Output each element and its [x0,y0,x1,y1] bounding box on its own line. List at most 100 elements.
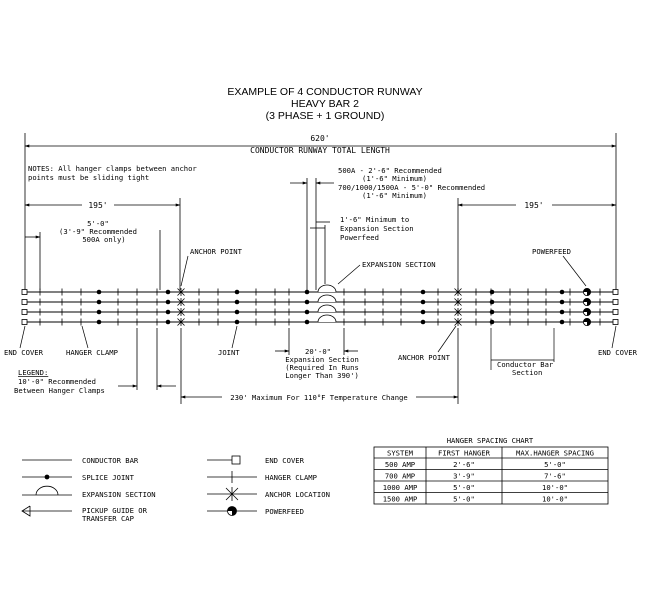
legend-expansion-section: EXPANSION SECTION [82,490,156,499]
splice-joint [96,299,102,305]
anchor-location [177,308,185,316]
callout-expansion-section: EXPANSION SECTION [362,260,436,269]
legend-anchor-location: ANCHOR LOCATION [265,490,330,499]
expansion-section-icon [35,485,59,496]
splice-joint [489,319,495,325]
spacing-chart-cell: 10'-0" [542,483,568,492]
total-length-value: 620' [310,134,329,143]
end-cover-right [612,289,619,295]
title-line-3: (3 PHASE + 1 GROUND) [265,110,385,122]
legend-symbols [21,455,257,517]
expansion-section [317,314,337,323]
right-span-value: 195' [524,201,543,210]
callout-conductor-bar-2: Section [512,368,542,377]
anchor-location [454,288,462,296]
spacing-3ft9: (3'-9" Recommended [59,227,137,236]
max-230-label: 230' Maximum For 110°F Temperature Chang… [230,393,407,402]
end-cover-right [612,309,619,315]
anchor-location [177,318,185,326]
callout-end-cover-left: END COVER [4,348,44,357]
splice-joint [165,309,171,315]
callout-end-cover-right: END COVER [598,348,638,357]
splice-joint [304,309,310,315]
note-powerfeed-2: Expansion Section [340,224,414,233]
splice-joint [304,319,310,325]
end-cover-right [612,319,619,325]
note-500a-2: (1'-6" Minimum) [362,174,427,183]
title-line-2: HEAVY BAR 2 [291,98,359,110]
callout-joint: JOINT [218,348,240,357]
end-cover-left [21,309,28,315]
splice-joint [96,289,102,295]
anchor-location [177,288,185,296]
conductor-bar-row [21,294,619,306]
anchor-location [177,298,185,306]
spacing-chart-cell: 1500 AMP [383,495,418,504]
splice-joint [420,319,426,325]
splice-joint [234,299,240,305]
splice-joint [559,289,565,295]
callout-powerfeed: POWERFEED [532,247,571,256]
anchor-location [454,318,462,326]
total-length-dimension [24,133,617,290]
splice-joint [420,299,426,305]
end-cover-right [612,299,619,305]
splice-joint [489,309,495,315]
splice-joint [559,299,565,305]
callout-hanger-clamp: HANGER CLAMP [66,348,118,357]
notes-line-2: points must be sliding tight [28,173,149,182]
spacing-chart-cell: 7'-6" [544,472,566,481]
note-700a-2: (1'-6" Minimum) [362,191,427,200]
expansion-section [317,304,337,313]
exp-required-2: Longer Than 390') [285,371,359,380]
powerfeed [583,317,592,326]
end-cover-left [21,289,28,295]
splice-joint [234,289,240,295]
splice-joint [165,319,171,325]
anchor-location-icon [225,487,239,501]
spacing-chart-cell: 3'-9" [453,472,475,481]
spacing-chart-grid [373,446,609,505]
exp-20ft-label: Expansion Section [285,355,359,364]
conductor-bar-row [21,284,619,296]
note-powerfeed-1: 1'-6" Minimum to [340,215,409,224]
total-length-label: CONDUCTOR RUNWAY TOTAL LENGTH [250,146,390,155]
note-powerfeed-3: Powerfeed [340,233,379,242]
spacing-chart-cell: 2'-6" [453,460,475,469]
spacing-chart-header: FIRST HANGER [438,449,491,458]
expansion-section [317,294,337,303]
hanger-spacing-dimension [118,328,176,390]
callout-anchor-point-bottom: ANCHOR POINT [398,353,451,362]
expansion-length-dimension [275,328,358,355]
right-span-dimension [457,198,617,290]
anchor-location [454,308,462,316]
legend-end-cover: END COVER [265,456,305,465]
title-line-1: EXAMPLE OF 4 CONDUCTOR RUNWAY [227,86,423,98]
anchor-location [454,298,462,306]
powerfeed [583,297,592,306]
legend-note-line-2: Between Hanger Clamps [14,386,105,395]
spacing-5ft: 5'-0" [87,219,109,228]
conductor-bar-row [21,314,619,326]
splice-joint [304,289,310,295]
splice-joint [420,309,426,315]
spacing-chart-cell: 500 AMP [385,460,415,469]
conductor-bar-section-marker [490,328,555,370]
exp-20ft: 20'-0" [305,347,331,356]
powerfeed-icon [227,506,237,516]
splice-joint [559,319,565,325]
legend-note-heading: LEGEND: [18,368,48,377]
spacing-500a: 500A only) [82,235,125,244]
legend-splice-joint: SPLICE JOINT [82,473,135,482]
conductor-bars [21,284,619,326]
exp-required-1: (Required In Runs [285,363,359,372]
splice-joint [165,289,171,295]
splice-joint [234,309,240,315]
legend-note-line-1: 10'-0" Recommended [18,377,96,386]
powerfeed [583,287,592,296]
spacing-chart-cell: 1000 AMP [383,483,418,492]
splice-joint [304,299,310,305]
spacing-chart-cell: 5'-0" [453,483,475,492]
legend-pickup-guide-1: PICKUP GUIDE OR [82,506,148,515]
